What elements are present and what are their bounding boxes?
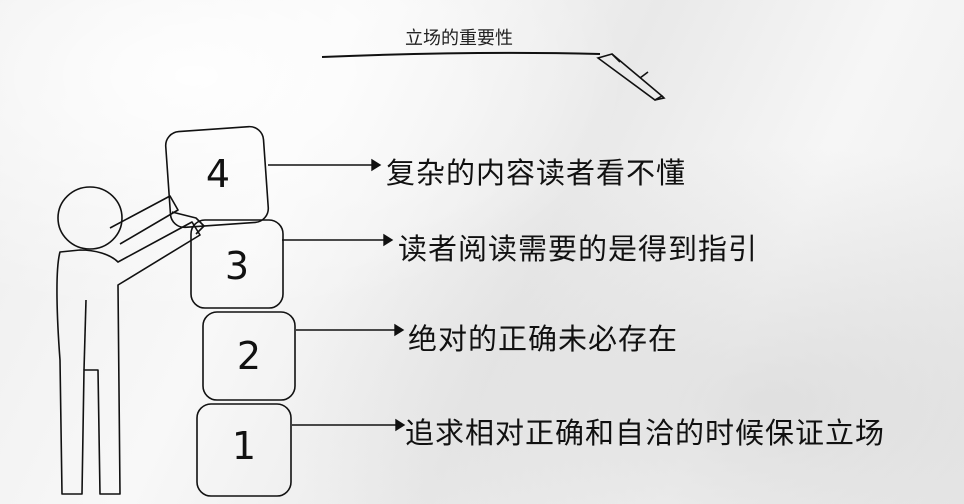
- step-3-label: 读者阅读需要的是得到指引: [398, 226, 758, 268]
- step-1-label: 追求相对正确和自洽的时候保证立场: [405, 410, 885, 452]
- block-4-number: 4: [188, 152, 248, 196]
- block-2-number: 2: [219, 334, 279, 378]
- title-underline: [322, 53, 600, 57]
- block-3-number: 3: [207, 244, 267, 288]
- step-4-label: 复杂的内容读者看不懂: [386, 150, 686, 192]
- pen-icon: [598, 54, 664, 100]
- step-2-label: 绝对的正确未必存在: [408, 316, 678, 358]
- block-1-number: 1: [214, 424, 274, 468]
- stick-figure-icon: [57, 187, 204, 494]
- page-title: 立场的重要性: [405, 24, 565, 50]
